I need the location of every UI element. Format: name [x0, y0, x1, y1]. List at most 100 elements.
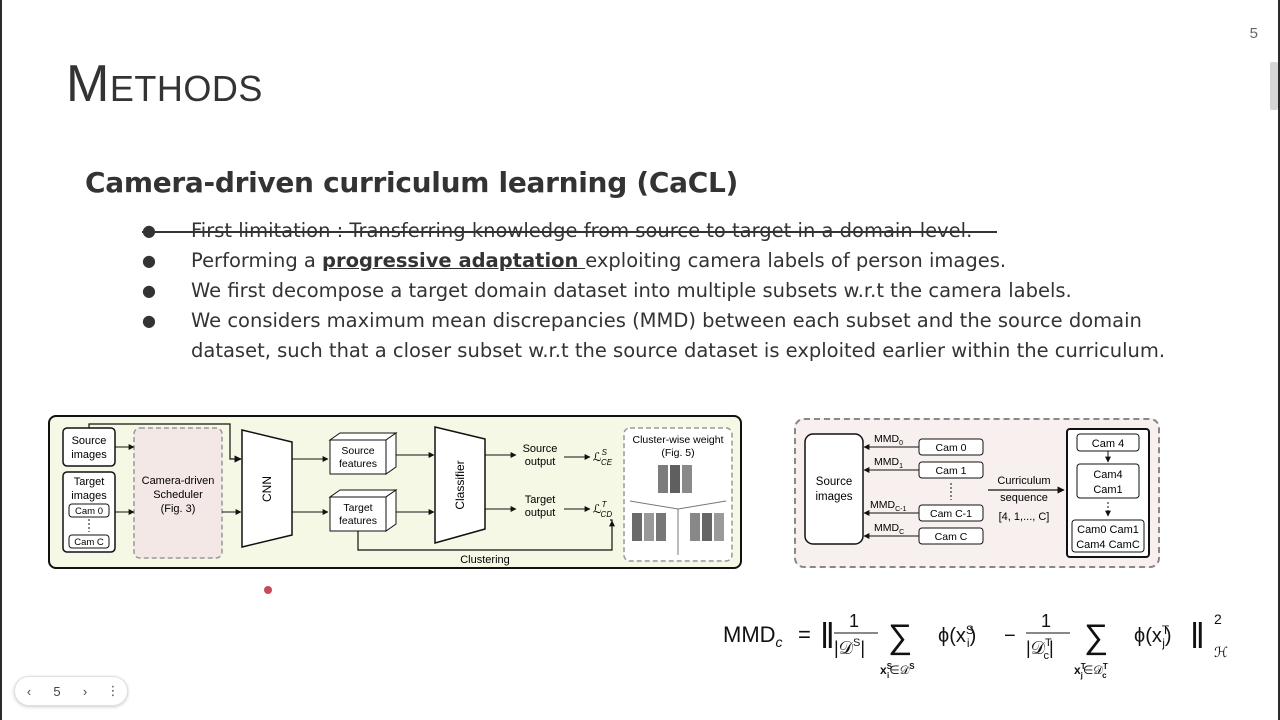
formula-sum-1: ∑ — [888, 618, 912, 656]
formula-power: 2 — [1214, 611, 1222, 627]
scheduler-label-1: Camera-driven — [142, 475, 215, 487]
bullet-dot: ● — [142, 251, 156, 270]
source-images-label-2: images — [71, 449, 107, 461]
scheduler-label-2: Scheduler — [153, 489, 203, 501]
window-left-border — [0, 0, 2, 720]
cluster-weight-label-1: Cluster-wise weight — [632, 434, 723, 446]
bullet-dot: ● — [142, 216, 191, 246]
curriculum-diagram-svg: Source images Cam 0 Cam 1 Cam C-1 Cam C … — [804, 428, 1150, 558]
mmd-label-3: MMDC — [874, 522, 904, 536]
cluster-person-thumbnails — [629, 465, 727, 555]
formula-frac1-num: 1 — [849, 611, 859, 631]
camC-label: Cam C — [74, 537, 104, 548]
target-output-label-1: Target — [525, 494, 556, 506]
slide-subtitle: Camera-driven curriculum learning (CaCL) — [85, 166, 739, 199]
cam-label-2: Cam C-1 — [930, 508, 972, 520]
more-options-icon[interactable]: ⋮ — [106, 683, 120, 698]
slide-navigator: ‹ 5 › ⋮ — [14, 676, 128, 706]
cnn-label: CNN — [260, 476, 274, 502]
source-features-label-1: Source — [341, 445, 374, 457]
cnn-block — [241, 429, 293, 548]
target-images-label-1: Target — [74, 476, 105, 488]
bullet-text-after: exploiting camera labels of person image… — [585, 249, 1007, 272]
stack-stage-3 — [1071, 519, 1145, 553]
stack-stage-2-label-2: Cam1 — [1093, 484, 1122, 496]
mmd-label-2: MMDC-1 — [870, 499, 906, 513]
target-features-label-2: features — [339, 515, 377, 527]
stack-stage-2 — [1076, 463, 1140, 499]
bullet-dot: ● — [142, 311, 156, 330]
bullet-text: We first decompose a target domain datas… — [191, 279, 1072, 302]
cam-label-1: Cam 1 — [936, 465, 967, 477]
slide-title: Methods — [66, 55, 263, 113]
laser-pointer-dot — [264, 586, 272, 594]
curriculum-label-2: sequence — [1000, 492, 1048, 504]
bullet-item-struck: ● First limitation : Transferring knowle… — [142, 216, 1182, 246]
bullet-item: ● We considers maximum mean discrepancie… — [142, 306, 1182, 366]
source-images-label-2: images — [815, 491, 852, 503]
cam-label-0: Cam 0 — [936, 442, 967, 454]
cam0-label: Cam 0 — [75, 506, 103, 517]
source-output-label-1: Source — [523, 443, 558, 455]
curriculum-diagram: Source images Cam 0 Cam 1 Cam C-1 Cam C … — [794, 418, 1160, 568]
bullet-text: We considers maximum mean discrepancies … — [191, 309, 1166, 362]
cluster-weight-label-2: (Fig. 5) — [661, 447, 694, 459]
formula-sum-2: ∑ — [1084, 618, 1108, 656]
next-slide-button[interactable]: › — [82, 683, 88, 699]
curriculum-label-3: [4, 1,..., C] — [999, 511, 1050, 523]
mmd-label-1: MMD1 — [874, 456, 903, 470]
bullet-dot: ● — [142, 281, 156, 300]
scheduler-label-3: (Fig. 3) — [161, 503, 196, 515]
stack-stage-3-label-1: Cam0 Cam1 — [1077, 524, 1139, 536]
target-features-box — [329, 496, 387, 532]
target-output-label-2: output — [525, 507, 556, 519]
formula-lhs: MMDc — [723, 622, 783, 650]
prev-slide-button[interactable]: ‹ — [26, 683, 32, 699]
formula-frac1-den: |𝒟S| — [834, 637, 865, 658]
clustering-label: Clustering — [460, 554, 510, 566]
strikethrough-line — [142, 231, 997, 233]
mmd-label-0: MMD0 — [874, 433, 903, 447]
scheduler-box — [133, 427, 223, 559]
formula-equals: = — [798, 622, 811, 647]
bullet-highlight: progressive adaptation — [322, 249, 586, 272]
bullet-text-before: Performing a — [191, 249, 323, 272]
bullet-text: First limitation : Transferring knowledg… — [191, 219, 973, 242]
bullet-item: ● We first decompose a target domain dat… — [142, 276, 1182, 306]
source-images-label-1: Source — [816, 476, 852, 488]
pipeline-diagram-svg: Source images Target images Cam 0 Cam C … — [62, 423, 733, 566]
source-images-box — [804, 433, 864, 545]
current-slide-number: 5 — [53, 683, 61, 699]
target-features-label-1: Target — [343, 502, 372, 514]
pipeline-diagram: Source images Target images Cam 0 Cam C … — [48, 415, 742, 569]
curriculum-label-1: Curriculum — [997, 475, 1050, 487]
classifier-label: Classifier — [453, 460, 467, 509]
cam-label-3: Cam C — [935, 531, 968, 543]
bullet-item: ● Performing a progressive adaptation ex… — [142, 246, 1182, 276]
window-right-border — [1278, 0, 1280, 720]
target-images-label-2: images — [71, 490, 107, 502]
formula-hilbert-space: ℋ — [1214, 644, 1228, 660]
cam0-box — [68, 503, 110, 518]
scrollbar-thumb[interactable] — [1270, 62, 1278, 110]
source-features-label-2: features — [339, 458, 377, 470]
stack-stage-1-label: Cam 4 — [1092, 438, 1124, 450]
source-features-box — [329, 439, 387, 475]
stack-stage-2-label-1: Cam4 — [1093, 469, 1122, 481]
slide-page-number: 5 — [1249, 25, 1258, 42]
source-output-label-2: output — [525, 456, 556, 468]
stack-stage-3-label-2: Cam4 CamC — [1076, 539, 1140, 551]
formula-norm-open: ‖ — [820, 615, 835, 656]
classifier-block — [434, 426, 486, 544]
formula-norm-close: ‖ — [1190, 615, 1205, 656]
bullet-list: ● First limitation : Transferring knowle… — [142, 216, 1182, 366]
